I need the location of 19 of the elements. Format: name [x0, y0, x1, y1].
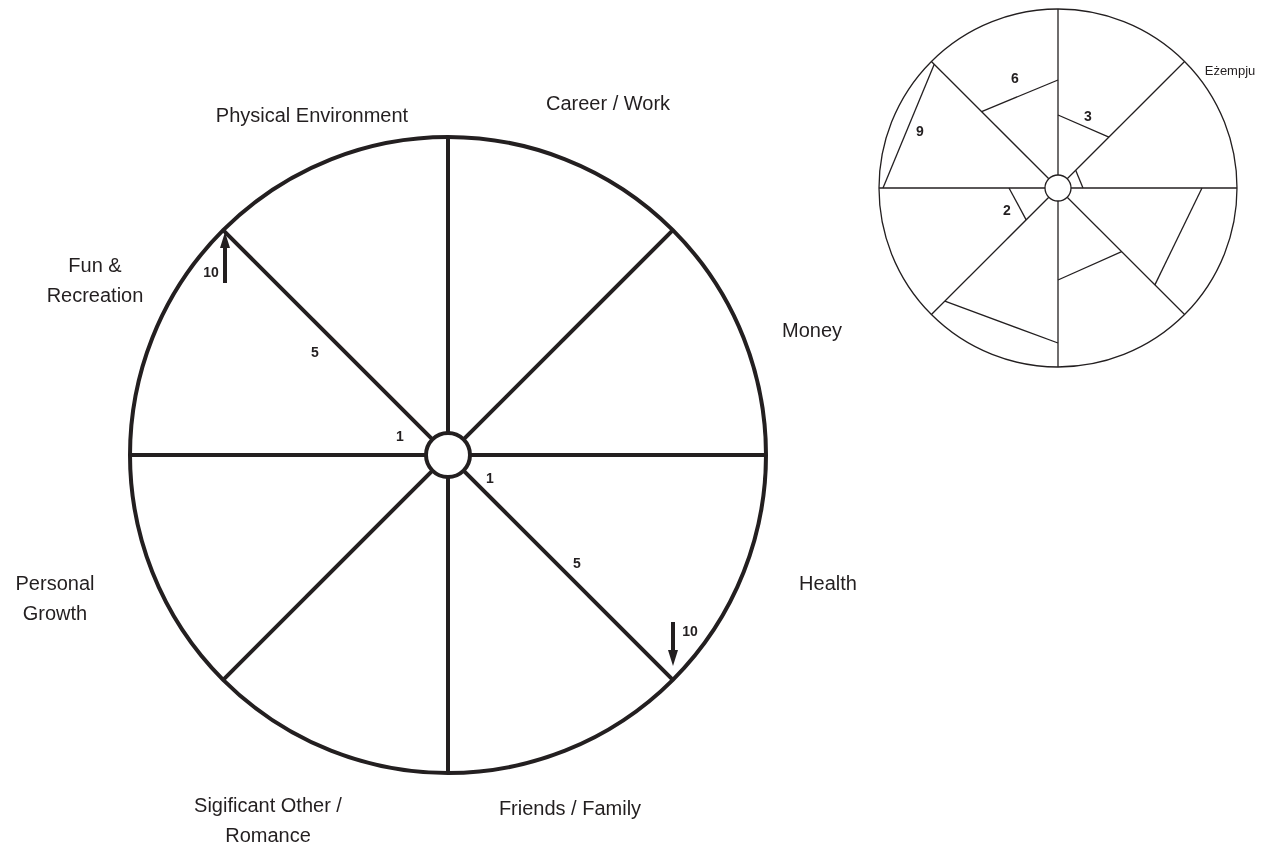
- example-score: 3: [1084, 107, 1092, 125]
- category-label: Health: [799, 571, 857, 596]
- scale-number: 5: [573, 554, 581, 572]
- category-label: Career / Work: [545, 91, 671, 116]
- scale-number: 10: [203, 263, 219, 281]
- category-label: Friends / Family: [498, 796, 642, 821]
- category-label: Fun & Recreation: [45, 253, 145, 308]
- example-score: 9: [916, 122, 924, 140]
- category-label: Money: [782, 318, 842, 343]
- category-label: Personal Growth: [14, 571, 96, 626]
- example-title: Eżempju: [1204, 61, 1256, 79]
- category-label: Physical Environment: [215, 103, 409, 128]
- scale-number: 1: [396, 427, 404, 445]
- scale-number: 1: [486, 469, 494, 487]
- example-score: 2: [1003, 201, 1011, 219]
- scale-number: 5: [311, 343, 319, 361]
- example-score: 6: [1011, 69, 1019, 87]
- category-label: Sigificant Other / Romance: [193, 793, 343, 848]
- scale-number: 10: [682, 622, 698, 640]
